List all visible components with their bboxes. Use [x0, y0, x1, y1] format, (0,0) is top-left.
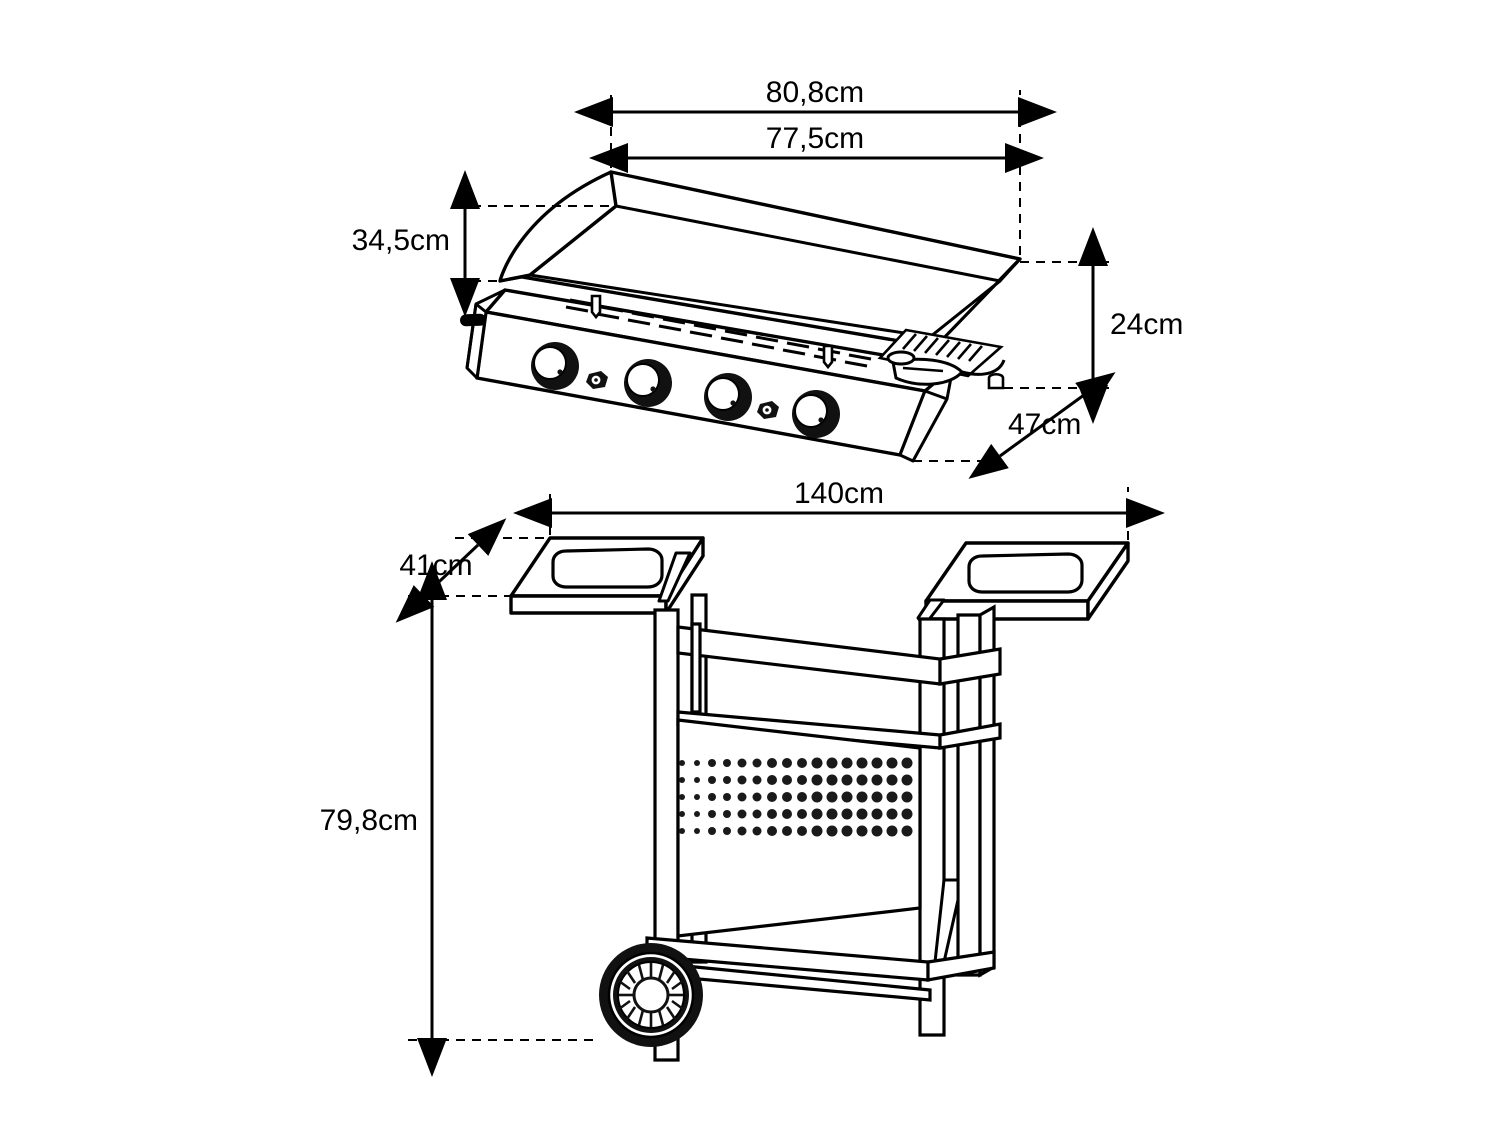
dimension-47cm-label: 47cm — [1008, 408, 1081, 441]
trolley-cart-view — [509, 536, 1130, 1062]
deck-fastener-icon — [590, 294, 834, 370]
cart-upper-rails — [676, 622, 1002, 750]
control-knobs[interactable] — [531, 342, 840, 438]
side-grate — [877, 328, 1004, 378]
igniter-buttons[interactable] — [586, 371, 779, 419]
gas-inlet-icon — [460, 313, 486, 327]
dimension-34-5cm-label: 34,5cm — [352, 224, 450, 257]
dimension-24cm-label: 24cm — [1110, 308, 1183, 341]
dimension-77-5cm-label: 77,5cm — [766, 122, 864, 155]
dimension-24cm: 24cm — [1078, 227, 1183, 424]
dimension-79-8cm-label: 79,8cm — [320, 804, 418, 837]
dimension-41cm-label: 41cm — [399, 549, 472, 582]
cart-wheel — [599, 943, 703, 1047]
igniter-2[interactable] — [757, 401, 779, 419]
shelf-left — [509, 536, 705, 615]
knob-2[interactable] — [624, 359, 672, 407]
griddle-dimensions: 80,8cm 77,5cm 34,5cm 24cm 47cm — [352, 76, 1183, 479]
griddle-unit-view — [460, 170, 1022, 463]
dimension-79-8cm: 79,8cm — [320, 561, 447, 1077]
knob-3[interactable] — [704, 373, 752, 421]
dimension-140cm-label: 140cm — [794, 477, 884, 510]
dimension-140cm: 140cm — [513, 477, 1165, 528]
grease-drawer-handle[interactable] — [886, 350, 965, 386]
body-foot — [987, 372, 1005, 390]
knob-1[interactable] — [531, 342, 579, 390]
perforated-panel — [676, 718, 922, 938]
dimension-34-5cm: 34,5cm — [352, 170, 480, 317]
knob-4[interactable] — [792, 390, 840, 438]
wheel-spokes — [618, 963, 684, 1027]
cart-dimensions: 140cm 41cm 79,8cm — [320, 477, 1165, 1077]
dimension-77-5cm: 77,5cm — [589, 122, 1044, 173]
igniter-1[interactable] — [586, 371, 608, 389]
vent-slots — [565, 298, 872, 368]
dimension-47cm: 47cm — [968, 372, 1116, 479]
dimension-80-8cm-label: 80,8cm — [766, 76, 864, 109]
dimension-80-8cm: 80,8cm — [574, 76, 1057, 127]
panel-perforations — [679, 757, 913, 837]
shelf-right — [916, 541, 1130, 628]
